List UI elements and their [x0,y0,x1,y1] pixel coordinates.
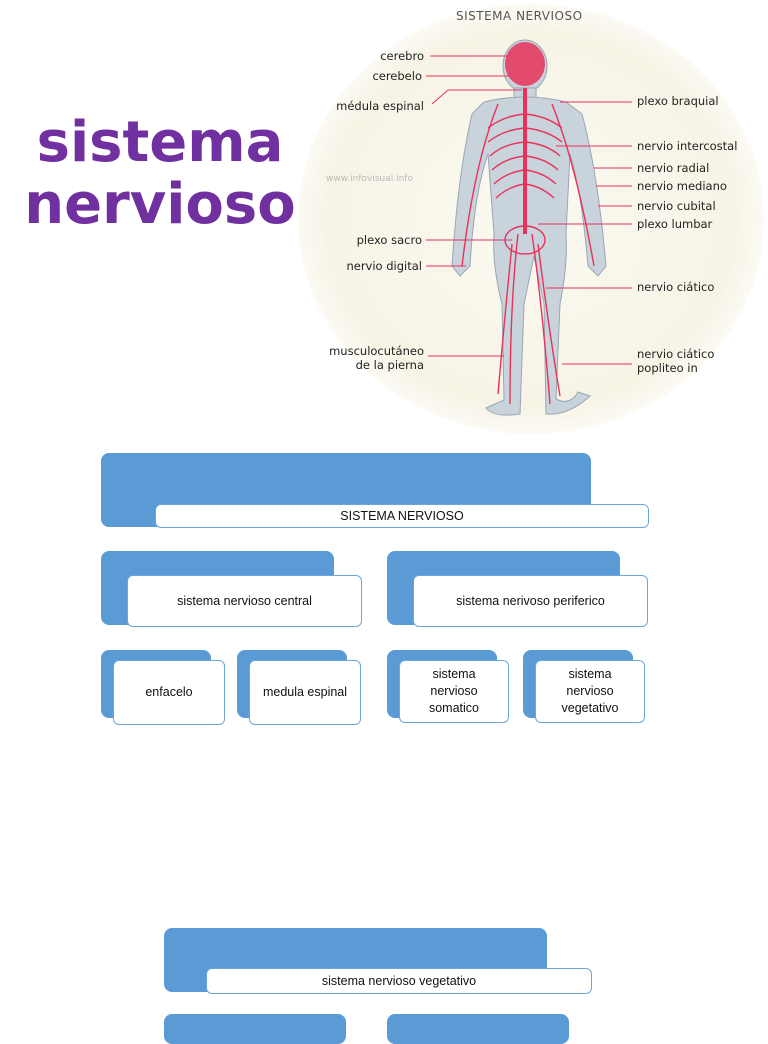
vegetativo-node-label: sistema nervioso vegetativo [535,660,645,723]
page-title-line1: sistema [36,110,284,175]
label-nervio-digital: nervio digital [346,259,422,273]
label-nervio-intercostal: nervio intercostal [637,139,738,153]
page-title-line2: nervioso [24,172,296,237]
label-plexo-braquial: plexo braquial [637,94,719,108]
brain-icon [505,42,545,86]
label-popliteo: popliteo in [637,361,698,375]
label-cerebelo: cerebelo [372,69,422,83]
label-nervio-ciatico: nervio ciático [637,280,715,294]
somatico-node-label: sistema nervioso somatico [399,660,509,723]
medula-node-label: medula espinal [249,660,361,725]
label-nervio-radial: nervio radial [637,161,710,175]
label-plexo-sacro: plexo sacro [356,233,422,247]
label-medula-espinal: médula espinal [336,99,424,113]
vegetativo-child-left-background [164,1014,346,1044]
illustration-watermark: www.infovisual.info [326,174,413,184]
label-musculocutaneo: musculocutáneo [329,344,424,358]
nervous-system-illustration: SISTEMA NERVIOSO www.infovisual.info cer… [298,4,764,434]
root-node-label: SISTEMA NERVIOSO [155,504,649,528]
body-figure [426,39,632,416]
label-nervio-mediano: nervio mediano [637,179,727,193]
label-nervio-ciatico-popliteo: nervio ciático [637,347,715,361]
label-plexo-lumbar: plexo lumbar [637,217,713,231]
central-node-label: sistema nervioso central [127,575,362,627]
vegetativo-root-label: sistema nervioso vegetativo [206,968,592,994]
illustration-header: SISTEMA NERVIOSO [456,9,583,23]
label-nervio-cubital: nervio cubital [637,199,716,213]
vegetativo-child-right-background [387,1014,569,1044]
label-cerebro: cerebro [380,49,424,63]
page-title: sistema nervioso [0,112,320,236]
encefalo-node-label: enfacelo [113,660,225,725]
label-de-la-pierna: de la pierna [355,358,424,372]
peripheral-node-label: sistema nerivoso periferico [413,575,648,627]
